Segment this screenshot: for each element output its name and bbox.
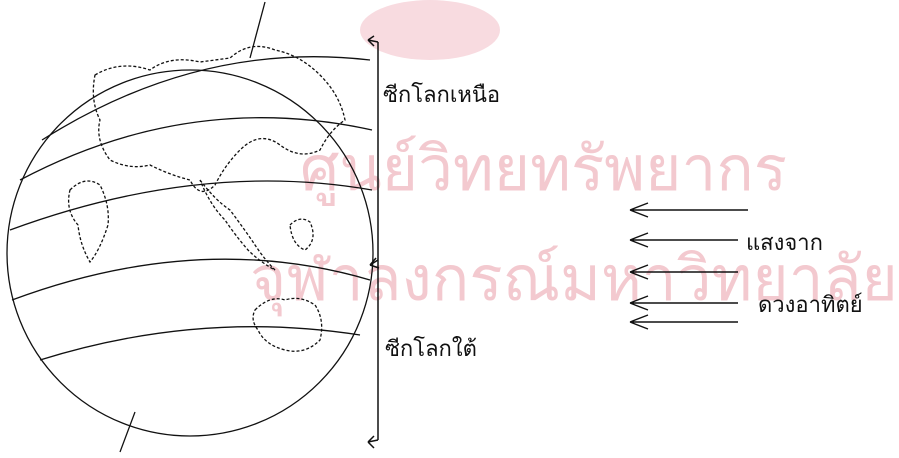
sunlight-label-line2: ดวงอาทิตย์ (758, 293, 863, 318)
africa-continent (69, 181, 109, 262)
south-hemisphere-label: ซีกโลกใต้ (385, 336, 477, 362)
watermark-emblem (360, 0, 500, 60)
axis-north (250, 2, 265, 58)
watermark: ศูนย์วิทยทรัพยากร จุฬาลงกรณ์มหาวิทยาลัย (250, 0, 898, 316)
sun-ray-1 (630, 203, 748, 217)
axis-south (120, 412, 135, 452)
sun-ray-5 (630, 315, 738, 329)
sunlight-label-line1: แสงจาก (746, 231, 823, 256)
globe (7, 2, 373, 452)
north-hemisphere-label: ซีกโลกเหนือ (383, 82, 500, 108)
bracket-bottom-arrow (368, 436, 378, 448)
watermark-line1: ศูนย์วิทยทรัพยากร (300, 132, 787, 206)
latitude-line-5 (40, 327, 360, 360)
